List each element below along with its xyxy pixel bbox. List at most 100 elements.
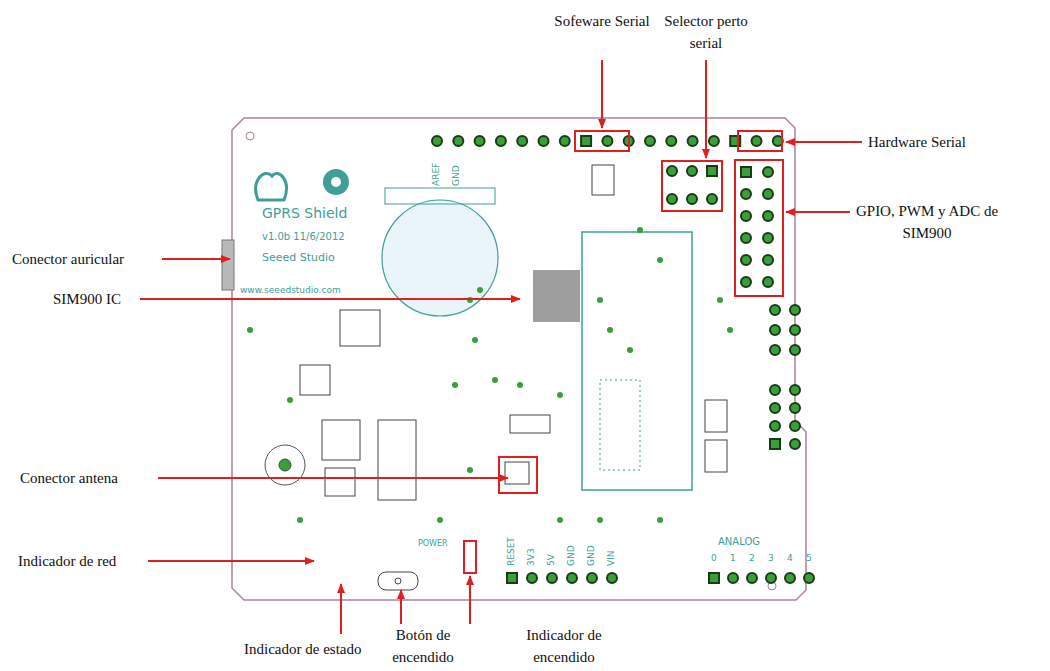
callout-label: SIM900 IC — [53, 288, 143, 310]
via-dot — [597, 517, 603, 523]
callout-label: Botón de encendido — [386, 624, 460, 668]
silkscreen-text: 3 — [768, 554, 774, 564]
callout-label: Hardware Serial — [868, 131, 1038, 153]
silkscreen-text: GND — [452, 165, 462, 186]
header-pin — [687, 194, 697, 204]
highlight-boxes — [464, 131, 783, 573]
header-pin — [770, 421, 780, 431]
via-dot — [452, 382, 458, 388]
header-pin — [790, 385, 800, 395]
header-pin — [763, 189, 773, 199]
header-pin — [785, 573, 795, 583]
silkscreen-text: 0 — [711, 554, 717, 564]
header-pin — [804, 573, 814, 583]
header-pin — [790, 325, 800, 335]
via-dot — [607, 327, 613, 333]
via-dot — [557, 517, 563, 523]
header-pin — [790, 439, 800, 449]
callout-arrows — [140, 60, 862, 634]
header-pin — [432, 136, 442, 146]
header-pin — [496, 136, 506, 146]
silkscreen-text: www.seeedstudio.com — [240, 286, 341, 296]
silkscreen-text: 5V — [547, 554, 557, 566]
header-pin — [741, 255, 751, 265]
silkscreen-text: GND — [567, 545, 577, 566]
header-pin — [567, 573, 577, 583]
header-pin — [587, 573, 597, 583]
header-pin — [763, 255, 773, 265]
header-pin — [752, 136, 762, 146]
header-pin — [581, 136, 591, 146]
silkscreen-text: 2 — [749, 554, 755, 564]
header-pin — [539, 136, 549, 146]
via-dot — [517, 382, 523, 388]
header-pin — [790, 403, 800, 413]
header-pin — [707, 194, 717, 204]
silkscreen-text: 1 — [730, 554, 736, 564]
header-pins — [247, 136, 814, 583]
silkscreen-text: GPRS Shield — [262, 206, 347, 221]
via-dot — [492, 377, 498, 383]
callout-label: Sofeware Serial — [552, 10, 652, 32]
sim900-chip — [533, 270, 580, 322]
header-pin — [667, 166, 677, 176]
header-pin — [602, 136, 612, 146]
silkscreen-text: 5 — [806, 554, 812, 564]
header-pin — [770, 305, 780, 315]
header-pin — [475, 136, 485, 146]
via-dot — [717, 297, 723, 303]
via-dot — [557, 392, 563, 398]
header-pin — [709, 136, 719, 146]
header-pin — [770, 345, 780, 355]
silkscreen-text: AREF — [432, 163, 442, 186]
silkscreen-text: 3V3 — [527, 548, 537, 566]
header-pin — [770, 325, 780, 335]
header-pin — [607, 573, 617, 583]
callout-label: Selector perto serial — [648, 10, 764, 54]
header-pin — [763, 233, 773, 243]
header-pin — [763, 211, 773, 221]
header-pin — [741, 167, 751, 177]
callout-label: Conector auricular — [12, 248, 162, 270]
header-pin — [709, 573, 719, 583]
via-dot — [472, 337, 478, 343]
via-dot — [657, 257, 663, 263]
silkscreen-text: POWER — [418, 540, 448, 549]
header-pin — [507, 573, 517, 583]
via-dot — [627, 347, 633, 353]
via-dot — [247, 327, 253, 333]
header-pin — [687, 166, 697, 176]
header-pin — [707, 166, 717, 176]
board-outline — [222, 118, 806, 600]
header-pin — [560, 136, 570, 146]
header-pin — [547, 573, 557, 583]
silkscreen-text: v1.0b 11/6/2012 — [262, 231, 345, 242]
header-pin — [763, 277, 773, 287]
header-pin — [747, 573, 757, 583]
battery-holder — [382, 188, 498, 316]
header-pin — [453, 136, 463, 146]
header-pin — [790, 345, 800, 355]
silkscreen-text: 4 — [787, 554, 793, 564]
via-dot — [597, 297, 603, 303]
header-pin — [517, 136, 527, 146]
header-pin — [666, 136, 676, 146]
silkscreen-text: Seeed Studio — [262, 252, 335, 264]
board-logo — [256, 169, 349, 200]
callout-label: Indicador de estado — [244, 638, 384, 660]
via-dot — [467, 467, 473, 473]
header-pin — [741, 189, 751, 199]
header-pin — [790, 421, 800, 431]
header-pin — [741, 211, 751, 221]
silkscreen-text: RESET — [507, 537, 517, 566]
via-dot — [297, 517, 303, 523]
silkscreen-text: VIN — [607, 550, 617, 566]
header-pin — [645, 136, 655, 146]
board-components — [265, 165, 727, 590]
sim-holder — [582, 232, 692, 490]
header-pin — [770, 385, 780, 395]
silkscreen-text: ANALOG — [718, 536, 760, 547]
header-pin — [527, 573, 537, 583]
